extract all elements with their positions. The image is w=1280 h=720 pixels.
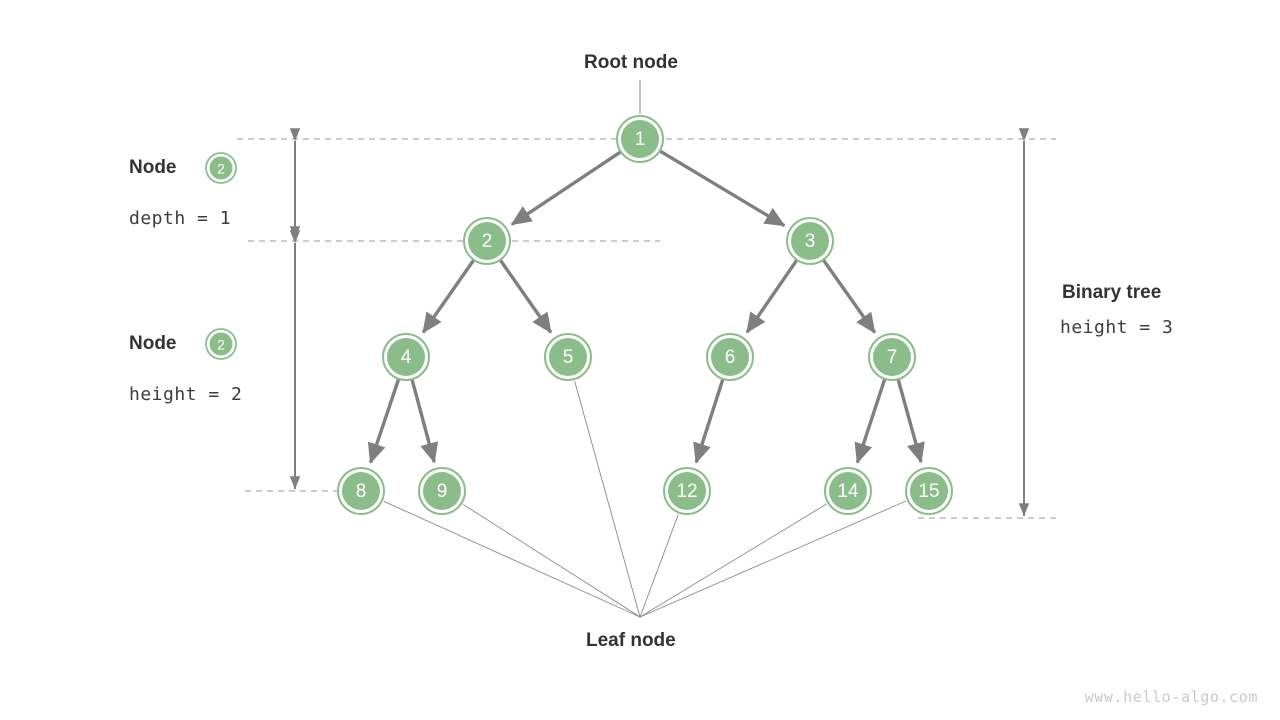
node-fill-circle	[423, 472, 461, 510]
binary-tree-height-detail: height = 3	[1060, 317, 1174, 338]
tree-node-14[interactable]: 14	[824, 467, 872, 515]
node-fill-circle	[791, 222, 829, 260]
tree-node-12[interactable]: 12	[663, 467, 711, 515]
tree-edge-n3-n6	[745, 256, 801, 334]
tree-node-7[interactable]: 7	[868, 333, 916, 381]
tree-node-3[interactable]: 3	[786, 217, 834, 265]
leaf-pointer-line-n14	[639, 503, 827, 618]
node-fill-circle	[549, 338, 587, 376]
legend-badge-value: 2	[217, 337, 225, 353]
tree-edge-n4-n8	[367, 375, 402, 464]
node-fill-circle	[468, 222, 506, 260]
tree-node-9[interactable]: 9	[418, 467, 466, 515]
legend-badge-node-height: 2	[205, 328, 237, 360]
node-depth-detail: depth = 1	[129, 208, 232, 229]
tree-edge-n3-n7	[820, 256, 877, 334]
watermark: www.hello-algo.com	[1084, 688, 1258, 706]
node-height-detail: height = 2	[129, 384, 243, 405]
node-value-label: 5	[563, 347, 574, 368]
node-depth-title: Node	[129, 157, 177, 178]
leaf-pointer-line-n12	[639, 514, 679, 618]
node-fill-circle	[829, 472, 867, 510]
leaf-pointer-line-n8	[383, 500, 641, 618]
node-fill-circle	[668, 472, 706, 510]
node-value-label: 4	[401, 347, 412, 368]
node-fill-circle	[387, 338, 425, 376]
binary-tree-title: Binary tree	[1062, 282, 1162, 303]
tree-node-2[interactable]: 2	[463, 217, 511, 265]
tree-edge-n1-n3	[656, 147, 786, 228]
tree-edge-n6-n12	[693, 375, 726, 464]
legend-badge-fill	[209, 332, 233, 356]
node-fill-circle	[711, 338, 749, 376]
node-fill-circle	[621, 120, 659, 158]
tree-edge-n1-n2	[510, 148, 625, 226]
tree-node-4[interactable]: 4	[382, 333, 430, 381]
node-value-label: 1	[635, 129, 646, 150]
legend-badge-value: 2	[217, 161, 225, 177]
node-height-title: Node	[129, 333, 177, 354]
tree-edge-n2-n5	[497, 256, 553, 334]
measure-arrows-group	[289, 128, 1030, 517]
leaf-pointer-line-n9	[462, 504, 641, 618]
node-value-label: 7	[887, 347, 898, 368]
legend-badge-fill	[209, 156, 233, 180]
node-value-label: 2	[482, 231, 493, 252]
leaf-pointer-lines-group	[383, 380, 907, 618]
tree-edge-n7-n15	[895, 375, 925, 464]
tree-edge-n4-n9	[409, 375, 439, 464]
node-value-label: 3	[805, 231, 816, 252]
root-node-label: Root node	[584, 52, 678, 73]
tree-node-8[interactable]: 8	[337, 467, 385, 515]
tree-node-6[interactable]: 6	[706, 333, 754, 381]
tree-node-15[interactable]: 15	[905, 467, 953, 515]
node-value-label: 14	[837, 481, 859, 502]
guide-lines-group	[237, 138, 1056, 519]
legend-badge-node-depth: 2	[205, 152, 237, 184]
tree-node-5[interactable]: 5	[544, 333, 592, 381]
node-value-label: 15	[918, 481, 939, 502]
leaf-pointer-line-n5	[574, 380, 641, 618]
node-value-label: 9	[437, 481, 448, 502]
node-fill-circle	[910, 472, 948, 510]
tree-edge-n7-n14	[854, 375, 888, 464]
leaf-node-label: Leaf node	[586, 630, 676, 651]
node-value-label: 8	[356, 481, 367, 502]
tree-edge-n2-n4	[421, 256, 477, 334]
tree-node-1[interactable]: 1	[616, 115, 664, 163]
tree-edges-group	[367, 147, 925, 464]
leaf-pointer-line-n15	[639, 500, 907, 618]
node-fill-circle	[342, 472, 380, 510]
node-fill-circle	[873, 338, 911, 376]
node-value-label: 6	[725, 347, 736, 368]
node-value-label: 12	[676, 481, 697, 502]
